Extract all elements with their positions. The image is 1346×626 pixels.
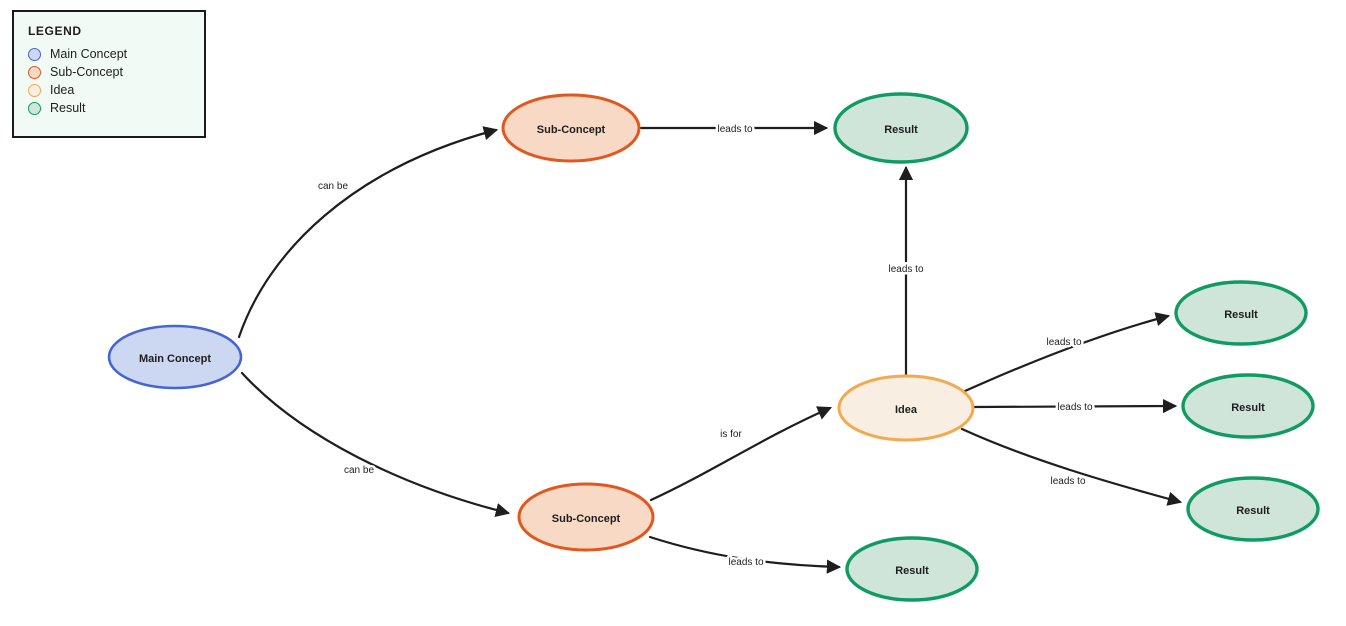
node-result-right-2[interactable]: Result [1181, 373, 1315, 439]
legend-item-result: Result [28, 101, 190, 115]
legend-item-label: Result [50, 101, 86, 115]
edge-sub-top-to-result-top[interactable]: leads to [639, 120, 829, 138]
legend-item-sub-concept: Sub-Concept [28, 65, 190, 79]
node-label: Main Concept [139, 353, 211, 365]
node-result-top[interactable]: Result [833, 92, 969, 164]
edge-sub-bottom-to-idea[interactable]: is for [649, 406, 832, 502]
legend-item-main-concept: Main Concept [28, 47, 190, 61]
node-label: Result [884, 124, 918, 136]
edge-label: leads to [888, 264, 923, 275]
node-result-right-1[interactable]: Result [1174, 280, 1308, 346]
edge-label: leads to [1046, 337, 1081, 348]
node-label: Idea [895, 404, 918, 416]
edge-main-to-sub-top[interactable]: can be [237, 126, 499, 339]
edge-label: is for [720, 429, 742, 440]
idea-swatch-icon [28, 83, 41, 97]
edge-label: can be [344, 465, 374, 476]
edge-label: leads to [728, 557, 763, 568]
node-label: Sub-Concept [537, 124, 606, 136]
node-label: Result [1224, 309, 1258, 321]
legend-item-label: Sub-Concept [50, 65, 123, 79]
edge-idea-to-result-top[interactable]: leads to [886, 165, 926, 376]
node-result-bottom[interactable]: Result [845, 536, 979, 602]
edge-label: leads to [1050, 476, 1085, 487]
edge-label: can be [318, 181, 348, 192]
result-swatch-icon [28, 101, 41, 115]
legend-item-label: Idea [50, 83, 75, 97]
node-sub-concept-bottom[interactable]: Sub-Concept [517, 482, 655, 552]
node-label: Result [1236, 505, 1270, 517]
sub-concept-swatch-icon [28, 65, 41, 79]
node-idea[interactable]: Idea [837, 374, 975, 442]
legend-item-idea: Idea [28, 83, 190, 97]
edge-label: leads to [717, 124, 752, 135]
edge-main-to-sub-bottom[interactable]: can be [240, 371, 511, 517]
edge-sub-bottom-to-result-bottom[interactable]: leads to [648, 535, 842, 574]
node-label: Sub-Concept [552, 513, 621, 525]
edge-label: leads to [1057, 402, 1092, 413]
node-sub-concept-top[interactable]: Sub-Concept [501, 93, 641, 163]
node-label: Result [895, 565, 929, 577]
legend-item-label: Main Concept [50, 47, 128, 61]
node-result-right-3[interactable]: Result [1186, 476, 1320, 542]
edge-idea-to-result-right-2[interactable]: leads to [972, 398, 1178, 416]
node-label: Result [1231, 402, 1265, 414]
legend-title: LEGEND [28, 24, 82, 38]
edge-idea-to-result-right-3[interactable]: leads to [960, 427, 1183, 506]
main-concept-swatch-icon [28, 47, 41, 61]
node-main-concept[interactable]: Main Concept [107, 324, 243, 390]
edge-idea-to-result-right-1[interactable]: leads to [963, 312, 1171, 393]
legend-box: LEGEND Main Concept Sub-Concept Idea Res… [12, 10, 206, 138]
